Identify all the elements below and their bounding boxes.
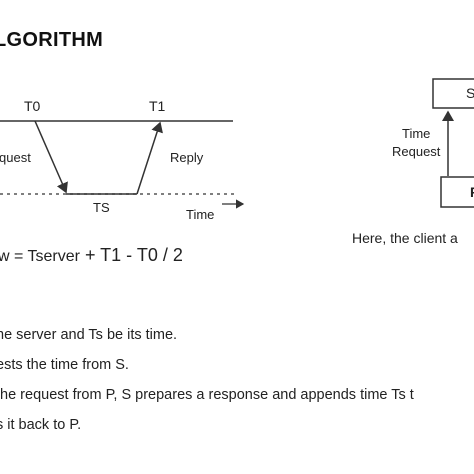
client-box-label: P [470, 184, 474, 200]
formula-tserver: Tserver [27, 248, 80, 265]
time-axis-label: Time [186, 207, 215, 222]
reply-arrow [136, 121, 163, 195]
formula-rest: + T1 - T0 / 2 [79, 245, 183, 265]
formula: w = Tserver + T1 - T0 / 2 [0, 245, 183, 266]
server-box-label: S [466, 85, 474, 101]
body-line-2: ests the time from S. [0, 357, 129, 373]
request-label: quest [0, 150, 31, 165]
request-arrow [34, 120, 68, 194]
page-title: LGORITHM [0, 29, 104, 51]
body-line-4: s it back to P. [0, 417, 82, 433]
formula-prefix: w = [0, 248, 28, 265]
body-line-1: he server and Ts be its time. [0, 327, 178, 343]
body-line-3: the request from P, S prepares a respons… [0, 387, 414, 403]
ts-label: TS [93, 200, 110, 215]
time-request-label-line1: Time [402, 126, 431, 141]
client-box [440, 176, 474, 208]
time-request-label-line2: Request [392, 144, 441, 159]
t0-label: T0 [24, 98, 41, 114]
reply-label: Reply [170, 150, 204, 165]
server-box [432, 78, 474, 109]
right-diagram-caption: Here, the client a [352, 230, 458, 246]
t1-label: T1 [149, 98, 166, 114]
